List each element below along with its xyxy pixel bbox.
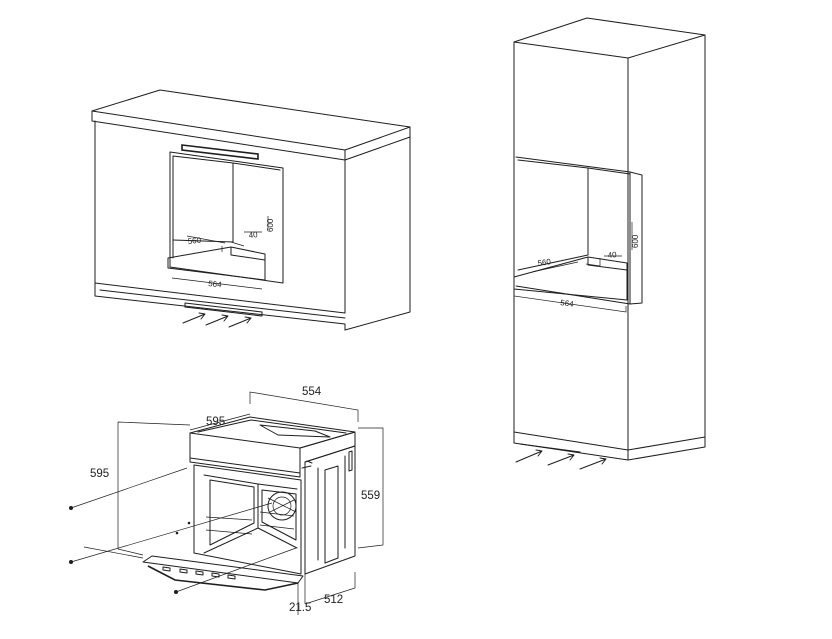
tall-cabinet: 560 40 600 564 [513,17,706,470]
tall-gap-label: 40 [607,250,617,260]
kitchen-depth-label: 560 [187,236,202,246]
kitchen-cabinet: 560 40 600 564 [91,89,411,331]
oven-door-offset-label: 21.5 [289,602,311,614]
oven-body-depth-label: 512 [324,594,343,606]
oven-front-height-label: 595 [90,468,109,480]
kitchen-airflow-arrows [182,312,252,328]
oven-top-depth-label: 554 [302,386,322,398]
tall-depth-label: 560 [537,257,552,268]
oven-front-width-label: 595 [206,416,225,428]
kitchen-width-label: 564 [208,279,223,289]
oven: 554 595 595 559 512 21.5 [69,386,384,615]
kitchen-height-label: 600 [266,218,275,232]
tall-airflow-arrows [515,449,607,470]
oven-body-height-label: 559 [361,490,380,502]
tall-height-label: 600 [631,234,640,248]
tall-width-label: 564 [560,298,575,309]
kitchen-gap-label: 40 [248,230,258,240]
